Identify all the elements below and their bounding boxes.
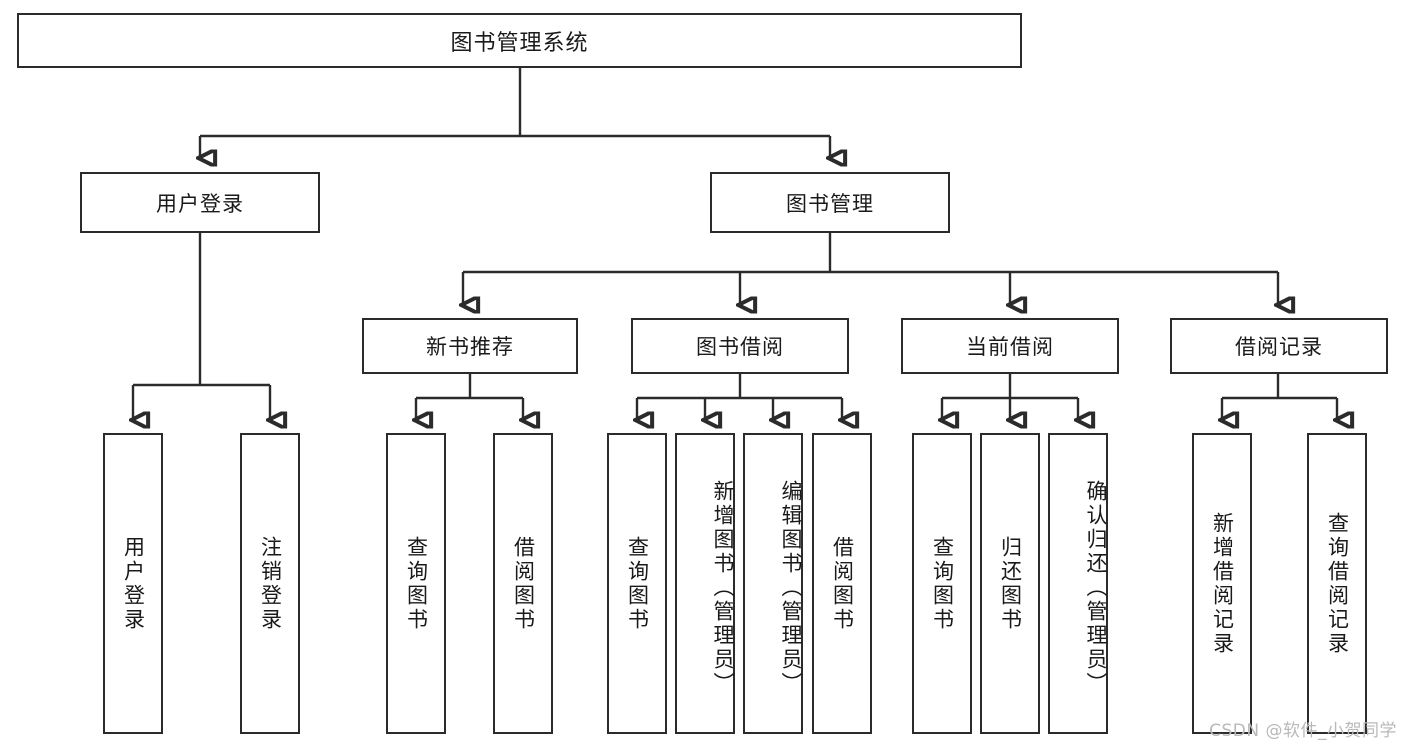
leaf-current-return-book[interactable]: 归还图书	[980, 433, 1040, 734]
node-user-login-label: 用户登录	[156, 191, 244, 216]
node-book-management-label: 图书管理	[786, 191, 874, 216]
leaf-label: 编辑图书（管理员）	[779, 479, 803, 696]
leaf-borrow-add-book-admin[interactable]: 新增图书（管理员）	[675, 433, 735, 734]
node-user-login[interactable]: 用户登录	[80, 172, 320, 233]
leaf-record-add-record[interactable]: 新增借阅记录	[1192, 433, 1252, 734]
node-current-borrow-label: 当前借阅	[966, 335, 1054, 359]
node-root-system[interactable]: 图书管理系统	[17, 13, 1022, 68]
leaf-user-login-login[interactable]: 用户登录	[103, 433, 163, 734]
node-root-label: 图书管理系统	[450, 30, 589, 56]
node-borrow-record-label: 借阅记录	[1235, 335, 1323, 359]
leaf-label: 新增借阅记录	[1210, 511, 1235, 656]
node-new-book-recommend-label: 新书推荐	[426, 335, 514, 359]
leaf-label: 查询图书	[625, 535, 650, 632]
node-book-borrow[interactable]: 图书借阅	[631, 318, 849, 374]
leaf-current-confirm-return-admin[interactable]: 确认归还（管理员）	[1048, 433, 1108, 734]
leaf-label: 查询图书	[404, 535, 429, 632]
leaf-label: 归还图书	[998, 535, 1023, 632]
leaf-recommend-borrow-book[interactable]: 借阅图书	[493, 433, 553, 734]
node-borrow-record[interactable]: 借阅记录	[1170, 318, 1388, 374]
leaf-borrow-query-book[interactable]: 查询图书	[607, 433, 667, 734]
leaf-label: 确认归还（管理员）	[1084, 479, 1108, 696]
leaf-borrow-borrow-book[interactable]: 借阅图书	[812, 433, 872, 734]
leaf-label: 注销登录	[258, 535, 283, 632]
leaf-label: 查询借阅记录	[1325, 511, 1350, 656]
node-book-management[interactable]: 图书管理	[710, 172, 950, 233]
node-book-borrow-label: 图书借阅	[696, 335, 784, 359]
leaf-label: 用户登录	[121, 535, 146, 632]
leaf-label: 新增图书（管理员）	[711, 479, 735, 696]
leaf-current-query-book[interactable]: 查询图书	[912, 433, 972, 734]
node-new-book-recommend[interactable]: 新书推荐	[362, 318, 578, 374]
leaf-label: 借阅图书	[511, 535, 536, 632]
leaf-recommend-query-book[interactable]: 查询图书	[386, 433, 446, 734]
leaf-label: 借阅图书	[830, 535, 855, 632]
leaf-record-query-record[interactable]: 查询借阅记录	[1307, 433, 1367, 734]
leaf-user-login-logout[interactable]: 注销登录	[240, 433, 300, 734]
node-current-borrow[interactable]: 当前借阅	[901, 318, 1119, 374]
leaf-borrow-edit-book-admin[interactable]: 编辑图书（管理员）	[743, 433, 803, 734]
leaf-label: 查询图书	[930, 535, 955, 632]
watermark: CSDN @软件_小贺同学	[1209, 721, 1397, 741]
